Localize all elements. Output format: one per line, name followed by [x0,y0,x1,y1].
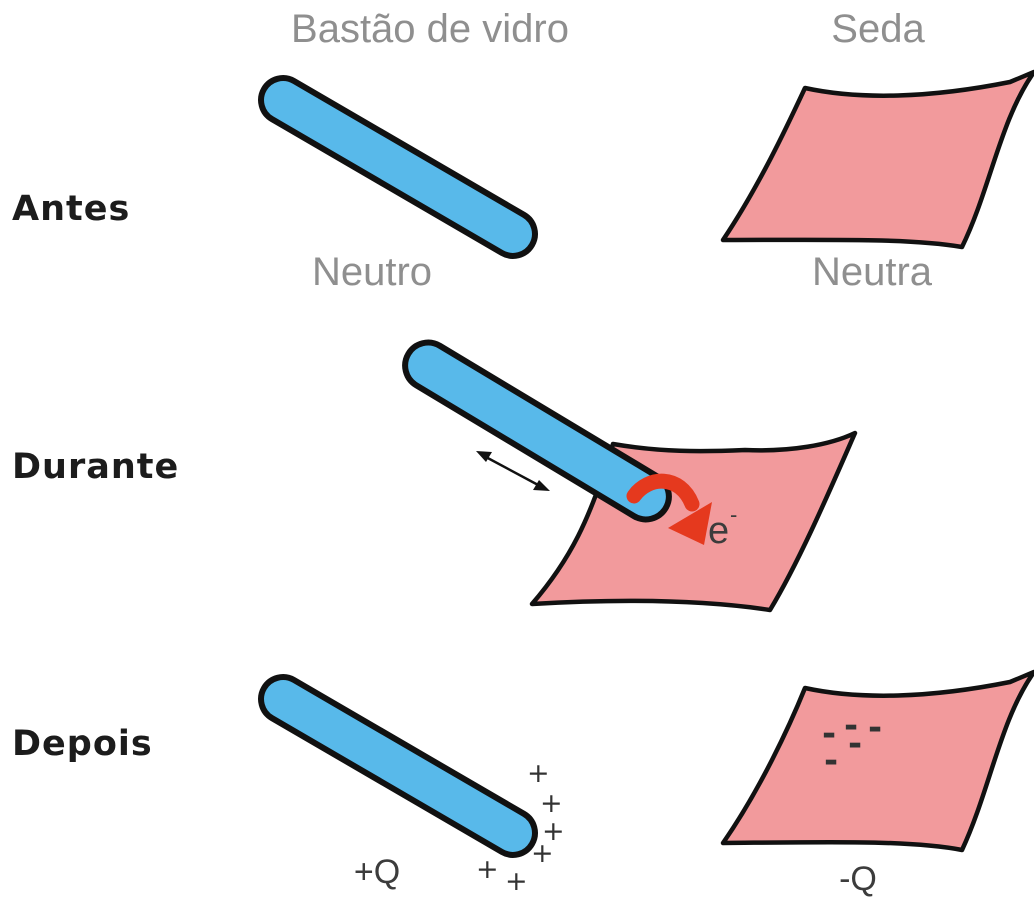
positive-charge: + [505,866,528,897]
row-label-after: Depois [12,724,153,764]
glass-rod-after [253,669,543,863]
positive-charge: + [531,838,554,869]
rod-column-title: Bastão de vidro [291,7,569,51]
silk-before-caption: Neutra [812,250,933,294]
positive-charge: + [527,758,550,789]
silk-cloth-after [723,672,1034,850]
glass-rod-before [253,70,543,264]
silk-column-title: Seda [831,7,925,51]
negative-charge: - [868,708,882,748]
row-label-during: Durante [12,447,179,487]
electron-label: e [708,510,729,552]
row-label-before: Antes [12,189,130,229]
positive-charge: + [540,788,563,819]
rod-charge-label: +Q [354,853,400,891]
negative-charge: - [824,741,838,781]
positive-charge: + [476,854,499,885]
silk-charge-label: -Q [839,860,877,898]
silk-cloth-before [723,72,1034,247]
rod-before-caption: Neutro [312,250,432,294]
negative-charge: - [848,724,862,764]
after-stage: + + + + + + - - - - - +Q -Q [253,669,1034,898]
during-stage: e - [397,334,855,610]
before-stage: Neutro Neutra [253,70,1034,294]
electron-charge-sign: - [730,502,737,527]
